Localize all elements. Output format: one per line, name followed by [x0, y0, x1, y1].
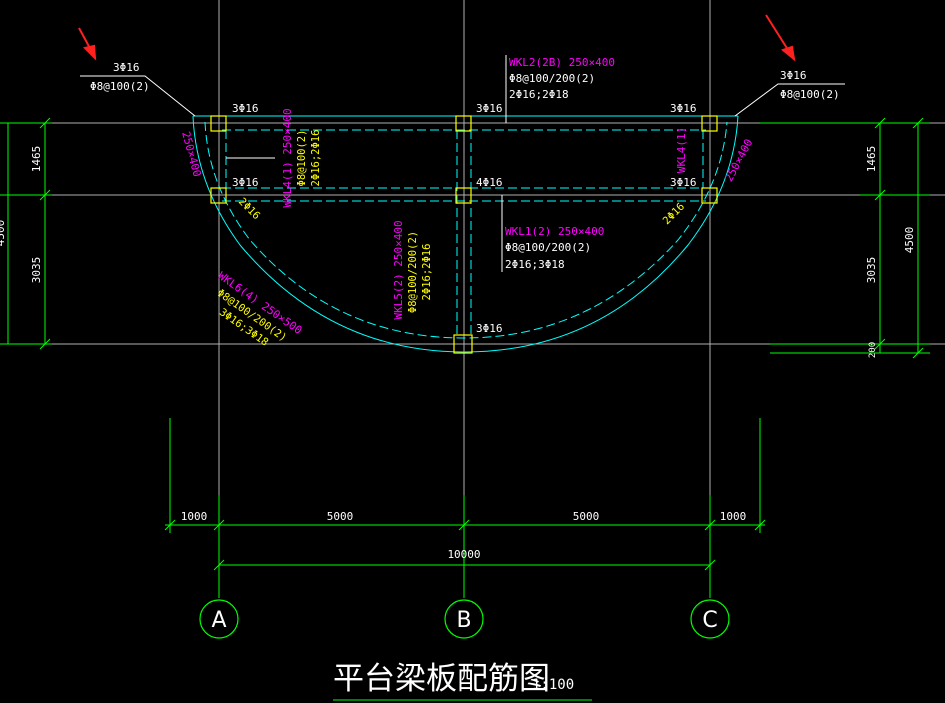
wkl5-name: WKL5(2) 250×400: [392, 220, 405, 319]
title-text: 平台梁板配筋图: [333, 661, 550, 697]
column: [453, 334, 473, 354]
column: [210, 115, 227, 132]
dim-text: 3035: [30, 257, 43, 284]
callout-top-right-bottom: Φ8@100(2): [780, 88, 840, 101]
callouts: 3Φ16 Φ8@100(2) 3Φ16 Φ8@100(2) Φ8@100/200…: [90, 61, 840, 335]
dim-text: 1465: [865, 146, 878, 173]
dim-text: 1465: [30, 146, 43, 173]
dim-text: 4500: [903, 227, 916, 254]
column: [455, 187, 472, 204]
wkl2-bars: 2Φ16;2Φ18: [509, 88, 569, 101]
leader-lines: [80, 55, 845, 272]
title-scale: 1:100: [532, 677, 574, 693]
rebar-top-b: 3Φ16: [476, 102, 503, 115]
column: [701, 115, 718, 132]
dimension-text: 1000 5000 5000 1000 10000 1465 3035 4500…: [0, 146, 916, 561]
column: [455, 115, 472, 132]
rebar-arc-left: 2Φ16: [236, 196, 262, 222]
left-edge-size: 250×400: [179, 130, 204, 178]
dim-text: 1000: [181, 510, 208, 523]
dim-text: 5000: [573, 510, 600, 523]
rebar-top-a: 3Φ16: [232, 102, 259, 115]
rebar-arc-right: 2Φ16: [661, 201, 687, 227]
arc-outer-edge: [192, 115, 739, 353]
wkl5-bars: 2Φ16;2Φ16: [421, 244, 433, 301]
wkl2-name: WKL2(2B) 250×400: [509, 56, 615, 69]
wkl4-right-name: WKL4(1): [675, 127, 688, 173]
arrows: [78, 14, 796, 62]
wkl2-stirrup: Φ8@100/200(2): [509, 72, 595, 85]
axis-bubble-c: C: [690, 599, 730, 639]
dimension-lines: [0, 117, 930, 598]
beam-dashed-lines: [204, 121, 728, 339]
wkl4-left-bars: 2Φ16;2Φ16: [310, 130, 322, 187]
callout-top-right-top: 3Φ16: [780, 69, 807, 82]
rebar-top-c: 3Φ16: [670, 102, 697, 115]
dim-text: 5000: [327, 510, 354, 523]
wkl5-stirrup: Φ8@100/200(2): [407, 231, 419, 313]
column: [701, 187, 718, 204]
rebar-mid-b: 4Φ16: [476, 176, 503, 189]
axis-bubble-a: A: [199, 599, 239, 639]
axis-bubbles: A B C: [199, 599, 730, 639]
wkl4-right-size: 250×400: [722, 137, 755, 184]
drawing-title: 平台梁板配筋图 1:100: [333, 661, 592, 701]
wkl1-bars: 2Φ16;3Φ18: [505, 258, 565, 271]
column: [210, 187, 227, 204]
wkl1-name: WKL1(2) 250×400: [505, 225, 604, 238]
dim-text: 200: [868, 342, 878, 358]
columns: [210, 115, 718, 354]
callout-top-left-bottom: Φ8@100(2): [90, 80, 150, 93]
dim-text: 1000: [720, 510, 747, 523]
axis-bubble-b: B: [444, 599, 484, 639]
rebar-mid-c: 3Φ16: [670, 176, 697, 189]
axis-label-b: B: [456, 608, 471, 633]
rebar-mid-a: 3Φ16: [232, 176, 259, 189]
wkl4-left-name: WKL4(1) 250×400: [281, 108, 294, 207]
axis-label-a: A: [211, 608, 226, 633]
wkl4-left-stirrup: Φ8@100(2): [296, 130, 308, 187]
arrow-icon: [765, 14, 796, 62]
wkl1-stirrup: Φ8@100/200(2): [505, 241, 591, 254]
dim-text: 3035: [865, 257, 878, 284]
callout-top-left-top: 3Φ16: [113, 61, 140, 74]
rebar-bottom-b: 3Φ16: [476, 322, 503, 335]
dim-text: 10000: [447, 548, 480, 561]
axis-label-c: C: [702, 608, 717, 633]
beam-labels: WKL2(2B) 250×400 WKL1(2) 250×400 WKL4(1)…: [179, 56, 755, 337]
arrow-icon: [78, 27, 97, 61]
dim-text: 4500: [0, 220, 7, 247]
